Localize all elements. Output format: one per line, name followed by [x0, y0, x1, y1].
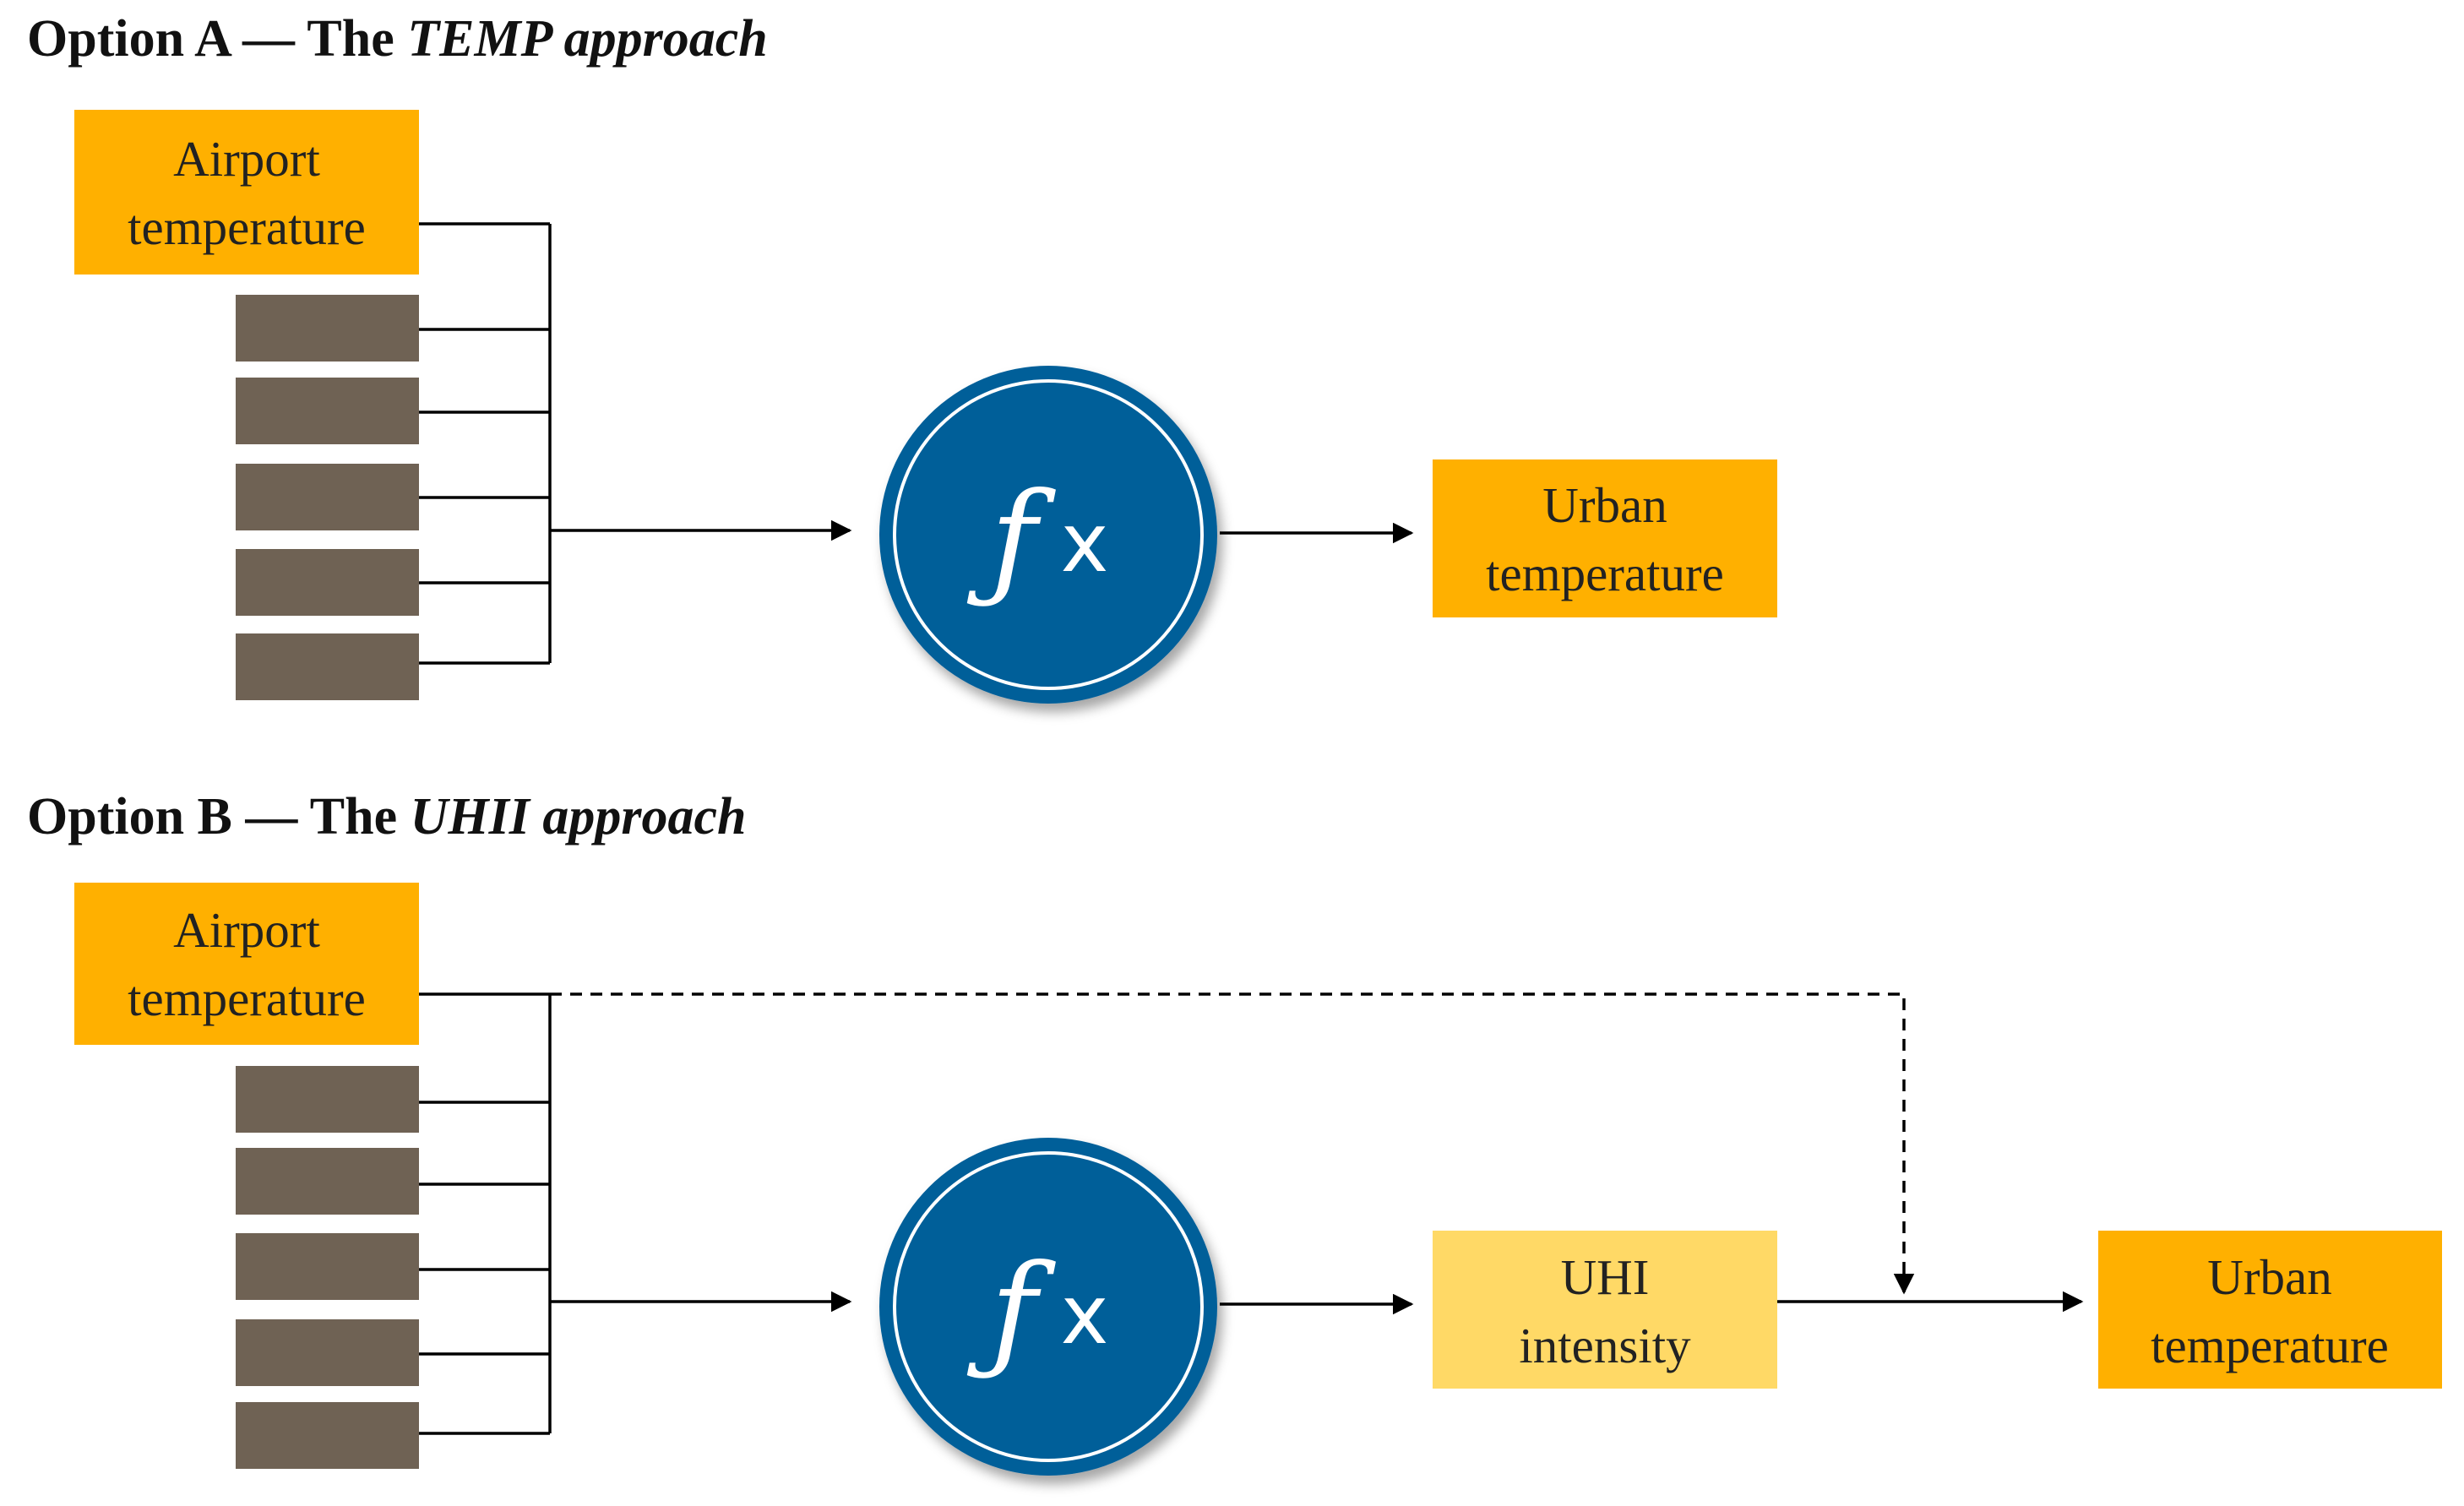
option-b-airport-box: [74, 883, 419, 1045]
option-a-function-node: ƒ x: [879, 366, 1217, 704]
option-a-predictor-box: [236, 295, 419, 362]
option-a-predictor-box: [236, 464, 419, 530]
option-b-urban-box: [2098, 1231, 2442, 1389]
option-b-predictor-box: [236, 1233, 419, 1300]
option-a-airport-line2: temperature: [128, 199, 366, 255]
option-a-predictor-box: [236, 633, 419, 700]
option-b-urban-line1: Urban: [2207, 1249, 2331, 1305]
option-a-urban-line1: Urban: [1542, 477, 1667, 533]
option-b-connectors: [419, 992, 852, 1435]
option-b-function-var: x: [1061, 1268, 1109, 1362]
option-a-section: Option A — The TEMP approach Airport tem…: [27, 10, 1777, 704]
option-b-section: Option B — The UHII approach Airport tem…: [27, 788, 2442, 1476]
option-b-function-inner-ring: [893, 1151, 1204, 1462]
option-a-connectors: [419, 222, 852, 665]
option-b-predictor-box: [236, 1148, 419, 1215]
option-a-function-circle: [879, 366, 1217, 704]
option-a-airport-line1: Airport: [173, 131, 320, 187]
option-b-heading-prefix: Option B — The: [27, 788, 411, 845]
option-b-airport-line2: temperature: [128, 970, 366, 1026]
option-b-predictor-box: [236, 1319, 419, 1386]
option-a-function-var: x: [1061, 496, 1109, 590]
option-b-function-circle: [879, 1138, 1217, 1476]
option-b-airport-line1: Airport: [173, 902, 320, 958]
option-b-dashed-bypass-arrow: [550, 992, 1915, 1295]
option-b-function-node: ƒ x: [879, 1138, 1217, 1476]
option-b-heading-italic: UHII approach: [411, 788, 747, 845]
option-b-heading: Option B — The UHII approach: [27, 788, 747, 845]
option-b-urban-line2: temperature: [2151, 1318, 2389, 1373]
option-a-predictor-box: [236, 549, 419, 616]
option-b-uhi-box: [1433, 1231, 1777, 1389]
option-a-heading: Option A — The TEMP approach: [27, 10, 768, 68]
option-a-function-inner-ring: [893, 379, 1204, 690]
option-a-heading-italic: TEMP approach: [407, 10, 768, 68]
option-a-urban-line2: temperature: [1486, 546, 1724, 601]
option-b-uhi-line2: intensity: [1519, 1318, 1691, 1373]
option-a-predictors: [236, 295, 419, 700]
option-b-predictors: [236, 1066, 419, 1469]
option-a-urban-box: [1433, 459, 1777, 617]
option-a-heading-prefix: Option A — The: [27, 10, 407, 68]
option-a-airport-box: [74, 110, 419, 275]
option-a-predictor-box: [236, 378, 419, 444]
option-b-uhi-line1: UHI: [1561, 1249, 1650, 1305]
option-b-predictor-box: [236, 1066, 419, 1133]
option-b-predictor-box: [236, 1402, 419, 1469]
